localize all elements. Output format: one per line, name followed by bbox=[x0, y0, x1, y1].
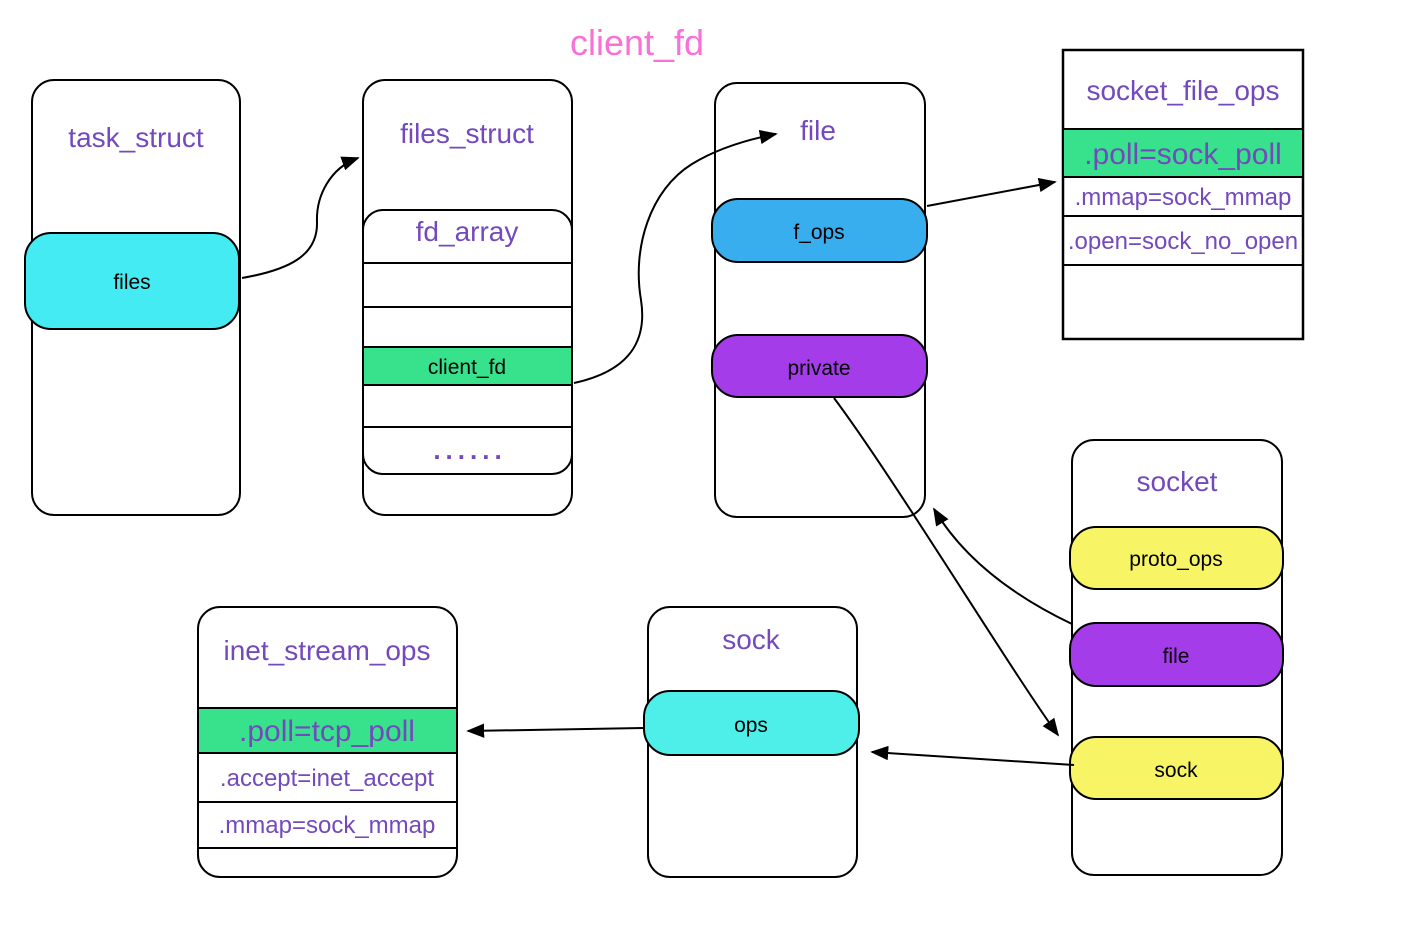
private-field-label: private bbox=[787, 357, 850, 380]
private-field bbox=[711, 334, 928, 398]
client-fd-row-label: client_fd bbox=[428, 356, 506, 379]
fd-array-ellipsis: ...... bbox=[433, 435, 506, 465]
poll-tcp-poll-row: .poll=tcp_poll bbox=[239, 715, 415, 748]
open-sock-no-open-row: .open=sock_no_open bbox=[1068, 228, 1298, 255]
fd-array-outline bbox=[362, 209, 573, 475]
diagram-title: client_fd bbox=[570, 22, 704, 63]
f-ops-field bbox=[711, 198, 928, 263]
file-box: file f_ops private bbox=[711, 82, 928, 518]
inet-stream-ops-title: inet_stream_ops bbox=[223, 635, 430, 666]
sock-title: sock bbox=[722, 624, 781, 655]
socket-file-ops-outline bbox=[1061, 48, 1305, 341]
arrow-files-to-files-struct bbox=[241, 156, 360, 279]
socket-file-ops-title: socket_file_ops bbox=[1086, 75, 1279, 106]
poll-sock-poll-highlight bbox=[1064, 129, 1302, 177]
f-ops-field-label: f_ops bbox=[793, 221, 844, 244]
socket-file-field bbox=[1069, 622, 1284, 687]
task-struct-title: task_struct bbox=[68, 122, 204, 153]
client-fd-row-highlight bbox=[364, 347, 571, 385]
sock-box: sock ops bbox=[643, 606, 860, 878]
socket-box: socket proto_ops file sock bbox=[1069, 439, 1284, 876]
arrow-ops-to-inet-stream-ops bbox=[466, 723, 646, 738]
file-title: file bbox=[800, 115, 836, 146]
task-struct-box: task_struct files bbox=[24, 79, 241, 516]
poll-tcp-poll-highlight bbox=[199, 708, 456, 753]
files-field bbox=[24, 232, 240, 330]
proto-ops-field bbox=[1069, 526, 1284, 590]
files-struct-title: files_struct bbox=[400, 118, 534, 149]
file-outline bbox=[714, 82, 926, 518]
arrow-socket-file-to-file bbox=[933, 507, 1073, 625]
socket-file-ops-box: socket_file_ops .poll=sock_poll .mmap=so… bbox=[1061, 48, 1305, 341]
files-struct-box: files_struct fd_array client_fd ...... bbox=[362, 79, 573, 516]
arrows bbox=[241, 129, 1075, 766]
arrow-client-fd-to-file bbox=[573, 129, 778, 384]
socket-sock-field bbox=[1069, 736, 1284, 800]
poll-sock-poll-row: .poll=sock_poll bbox=[1084, 138, 1282, 171]
ops-field bbox=[643, 690, 860, 756]
ops-field-label: ops bbox=[734, 714, 768, 737]
inet-stream-ops-box: inet_stream_ops .poll=tcp_poll .accept=i… bbox=[197, 606, 458, 878]
mmap-sock-mmap-row: .mmap=sock_mmap bbox=[1075, 184, 1292, 211]
socket-file-field-label: file bbox=[1163, 645, 1190, 668]
accept-inet-accept-row: .accept=inet_accept bbox=[220, 765, 434, 792]
fd-array-title: fd_array bbox=[416, 216, 519, 247]
mmap-sock-mmap-row-2: .mmap=sock_mmap bbox=[219, 812, 436, 839]
socket-title: socket bbox=[1137, 466, 1218, 497]
socket-sock-field-label: sock bbox=[1154, 759, 1198, 782]
arrow-socket-sock-to-ops bbox=[870, 745, 1075, 766]
arrow-f-ops-to-socket-file-ops bbox=[926, 177, 1057, 207]
files-field-label: files bbox=[113, 271, 150, 294]
proto-ops-field-label: proto_ops bbox=[1129, 548, 1222, 571]
arrow-private-to-socket-sock bbox=[833, 397, 1060, 737]
